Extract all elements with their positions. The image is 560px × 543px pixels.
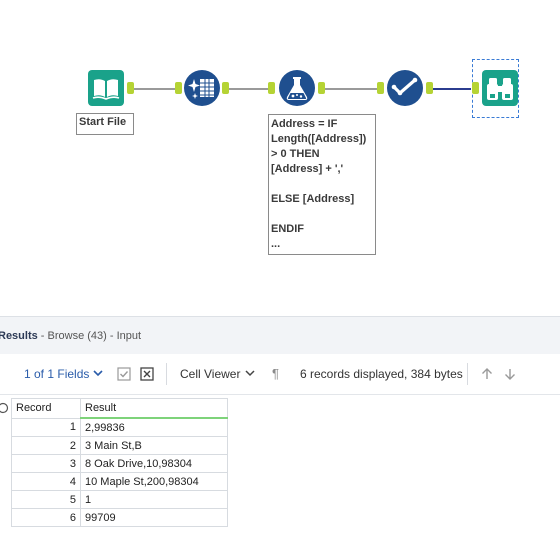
workflow-canvas[interactable]: Start File Address = IF Length([Address]… xyxy=(0,0,560,315)
result-cell[interactable]: 2,99836 xyxy=(80,417,228,437)
fields-label: 1 of 1 Fields xyxy=(24,367,90,381)
formula-tool[interactable] xyxy=(278,69,316,107)
cell-viewer-chevron[interactable] xyxy=(244,367,256,379)
formula-label: Address = IF Length([Address]) > 0 THEN … xyxy=(268,114,376,255)
column-header-result[interactable]: Result xyxy=(80,398,228,419)
toolbar-separator xyxy=(467,363,468,385)
column-header-record[interactable]: Record xyxy=(11,398,81,419)
results-title-bold: Results xyxy=(0,330,38,342)
multi-row-tool[interactable] xyxy=(183,69,221,107)
next-button[interactable] xyxy=(503,367,517,381)
connector[interactable] xyxy=(433,88,471,90)
connector[interactable] xyxy=(134,88,176,90)
input-anchor[interactable] xyxy=(377,82,384,94)
fields-selector[interactable]: 1 of 1 Fields xyxy=(24,367,89,381)
output-anchor[interactable] xyxy=(222,82,229,94)
result-cell[interactable]: 10 Maple St,200,98304 xyxy=(80,472,228,491)
record-cell[interactable]: 4 xyxy=(11,472,81,491)
select-all-checkbox[interactable] xyxy=(117,367,131,381)
result-cell[interactable]: 3 Main St,B xyxy=(80,436,228,455)
sparkle-grid-icon xyxy=(184,70,220,106)
record-cell[interactable]: 1 xyxy=(11,417,81,437)
output-anchor[interactable] xyxy=(127,82,134,94)
input-anchor[interactable] xyxy=(175,82,182,94)
filter-tool[interactable] xyxy=(386,69,424,107)
results-title-rest: - Browse (43) - Input xyxy=(37,330,142,342)
results-header: Results - Browse (43) - Input xyxy=(0,316,560,354)
checkbox-icon xyxy=(117,367,131,381)
x-box-icon xyxy=(140,367,154,381)
flask-icon xyxy=(279,70,315,106)
records-info: 6 records displayed, 384 bytes xyxy=(300,367,463,381)
results-title: Results - Browse (43) - Input xyxy=(0,330,141,342)
input-tool[interactable] xyxy=(87,69,125,107)
connector[interactable] xyxy=(325,88,379,90)
connector[interactable] xyxy=(229,88,269,90)
chevron-down-icon xyxy=(93,370,103,377)
arrow-down-icon xyxy=(505,369,515,380)
deselect-button[interactable] xyxy=(140,367,154,381)
browse-tool[interactable] xyxy=(481,69,519,107)
record-cell[interactable]: 5 xyxy=(11,490,81,509)
check-icon xyxy=(387,70,423,106)
prev-button[interactable] xyxy=(480,367,494,381)
pilcrow-button[interactable]: ¶ xyxy=(272,366,279,381)
chevron-down-icon xyxy=(245,370,255,377)
binoculars-icon xyxy=(482,70,518,106)
record-cell[interactable]: 6 xyxy=(11,508,81,527)
cell-viewer-label: Cell Viewer xyxy=(180,367,241,381)
start-file-label: Start File xyxy=(76,113,134,135)
fields-dropdown-chevron[interactable] xyxy=(92,367,104,379)
book-icon xyxy=(88,70,124,106)
input-anchor[interactable] xyxy=(472,82,479,94)
result-cell[interactable]: 99709 xyxy=(80,508,228,527)
result-cell[interactable]: 1 xyxy=(80,490,228,509)
arrow-up-icon xyxy=(482,368,492,379)
output-anchor[interactable] xyxy=(426,82,433,94)
result-cell[interactable]: 8 Oak Drive,10,98304 xyxy=(80,454,228,473)
results-toolbar: 1 of 1 Fields Cell Viewer ¶ 6 records di… xyxy=(0,354,560,395)
input-anchor[interactable] xyxy=(268,82,275,94)
record-cell[interactable]: 3 xyxy=(11,454,81,473)
record-cell[interactable]: 2 xyxy=(11,436,81,455)
output-anchor[interactable] xyxy=(318,82,325,94)
toolbar-separator xyxy=(166,363,167,385)
cell-viewer-button[interactable]: Cell Viewer xyxy=(180,367,240,381)
